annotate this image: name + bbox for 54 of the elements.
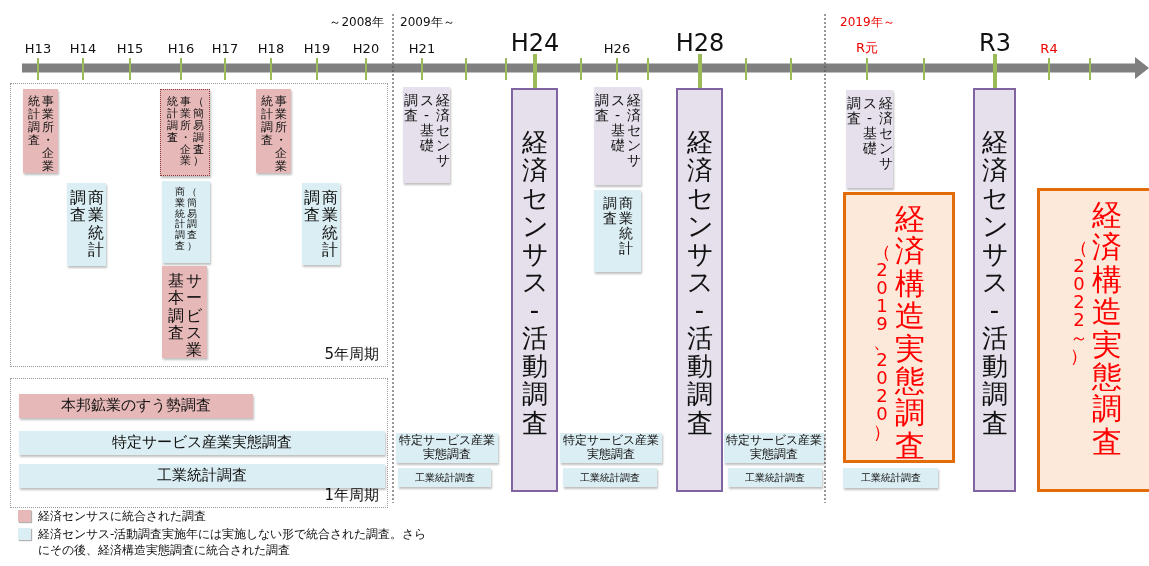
tick-label: R4: [1040, 40, 1058, 56]
tick-label: H24: [510, 29, 560, 57]
legend-text: 経済センサスに統合された調査: [38, 509, 207, 525]
survey-box: 経済センサス-活動調査: [511, 88, 558, 492]
tick-label: H26: [603, 40, 631, 56]
period-label: 5年周期: [324, 345, 379, 364]
survey-box: 経済センサス-基礎調査: [594, 87, 641, 185]
tick-label: H21: [408, 40, 436, 56]
survey-bar: 特定サービス産業実態調査: [19, 431, 385, 455]
survey-box: 経済センサス-活動調査: [973, 88, 1016, 492]
survey-box: サービス業基本調査: [162, 266, 207, 358]
tick-label: H28: [675, 29, 725, 57]
survey-box: （簡易調査）事業所・企業統計調査: [160, 89, 210, 176]
survey-box: （簡易調査）商業統計調査: [162, 181, 210, 263]
period-label: 1年周期: [324, 486, 379, 505]
survey-bar: 工業統計調査: [728, 468, 822, 487]
period-frame: [10, 378, 388, 508]
survey-box: [843, 192, 955, 463]
survey-box: 経済センサス-基礎調査: [846, 90, 893, 188]
legend-text: 経済センサス-活動調査実施年には実施しない形で統合された調査。さらにその後、経済構造実態調査に統合された調査: [38, 527, 428, 559]
tick-label: H15: [116, 40, 144, 56]
survey-bar: 本邦鉱業のすう勢調査: [19, 394, 253, 418]
period-frame: [10, 83, 388, 367]
survey-box: 商業統計調査: [594, 190, 641, 272]
survey-box: [1037, 188, 1149, 492]
tick-label: R元: [856, 39, 878, 57]
survey-bar: 工業統計調査: [843, 468, 938, 488]
tick-label: R3: [979, 29, 1011, 57]
survey-title: 経済構造実態調査: [1092, 199, 1122, 459]
survey-box: 経済センサス-基礎調査: [403, 87, 450, 183]
tick-label: H14: [69, 40, 97, 56]
survey-bar: 工業統計調査: [563, 468, 657, 487]
year-range: （2019、2020）: [873, 243, 891, 441]
survey-title: 経済構造実態調査: [895, 203, 925, 463]
survey-box: 商業統計調査: [302, 183, 340, 265]
tick-label: H19: [303, 40, 331, 56]
tick-label: H20: [352, 40, 380, 56]
tick-label: H17: [211, 40, 239, 56]
year-range: （2022～）: [1070, 239, 1088, 365]
survey-box: 事業所・企業統計調査: [23, 89, 58, 173]
year-label: 2009年～: [400, 13, 455, 31]
survey-bar: 特定サービス産業実態調査: [396, 433, 498, 463]
year-label: 2019年～: [840, 13, 895, 31]
year-label: ～2008年: [329, 13, 384, 31]
survey-bar: 工業統計調査: [398, 468, 491, 487]
survey-box: 事業所・企業統計調査: [256, 89, 291, 173]
survey-bar: 特定サービス産業実態調査: [560, 433, 662, 463]
survey-box: 商業統計調査: [67, 183, 106, 266]
tick-label: H13: [24, 40, 52, 56]
tick-label: H16: [167, 40, 195, 56]
survey-box: 経済センサス-活動調査: [676, 88, 723, 492]
survey-bar: 特定サービス産業実態調査: [724, 433, 824, 463]
survey-bar: 工業統計調査: [19, 464, 385, 488]
tick-label: H18: [257, 40, 285, 56]
